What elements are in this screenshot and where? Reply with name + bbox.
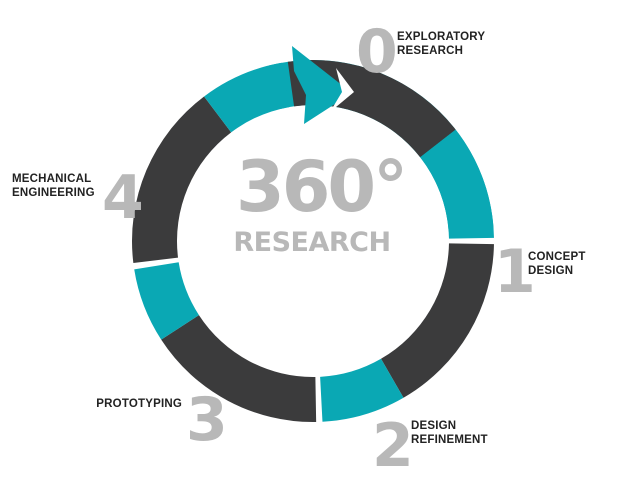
stage-4-label-line-2: ENGINEERING	[12, 187, 95, 199]
center-title: 360°	[236, 146, 408, 228]
ring-segment-3	[161, 315, 317, 422]
stage-0-label-line-2: RESEARCH	[397, 45, 464, 57]
center-subtitle: RESEARCH	[233, 227, 391, 258]
ring-segment-5	[131, 96, 232, 264]
stage-2-label: DESIGN REFINEMENT	[411, 419, 488, 447]
stage-3-label-line-1: PROTOTYPING	[96, 398, 182, 410]
stage-0-label-line-1: EXPLORATORY	[397, 31, 486, 43]
stage-2-number: 2	[372, 411, 414, 481]
stage-2-label-line-1: DESIGN	[411, 420, 457, 432]
arrow-notch	[330, 68, 354, 112]
stage-4-number: 4	[102, 163, 144, 233]
ring-segment-6	[204, 62, 290, 133]
stage-1-label-line-2: DESIGN	[528, 265, 574, 277]
stage-3-number: 3	[186, 385, 228, 455]
stage-2-label-line-2: REFINEMENT	[411, 434, 488, 446]
stage-4-label: MECHANICAL ENGINEERING	[12, 172, 95, 200]
cycle-arrowhead	[292, 46, 352, 124]
ring-segment-1	[381, 243, 494, 398]
stage-1-number: 1	[494, 237, 536, 307]
ring-segment-8	[420, 129, 494, 232]
stage-1-label: CONCEPT DESIGN	[528, 250, 586, 278]
stage-1-label-line-1: CONCEPT	[528, 251, 586, 263]
stage-0-number: 0	[356, 17, 398, 87]
stage-4-label-line-1: MECHANICAL	[12, 173, 92, 185]
stage-0-label: EXPLORATORY RESEARCH	[397, 30, 485, 58]
ring-segment-4	[134, 262, 199, 340]
stage-3-label: PROTOTYPING	[70, 397, 182, 411]
ring-segment-2	[320, 358, 404, 422]
